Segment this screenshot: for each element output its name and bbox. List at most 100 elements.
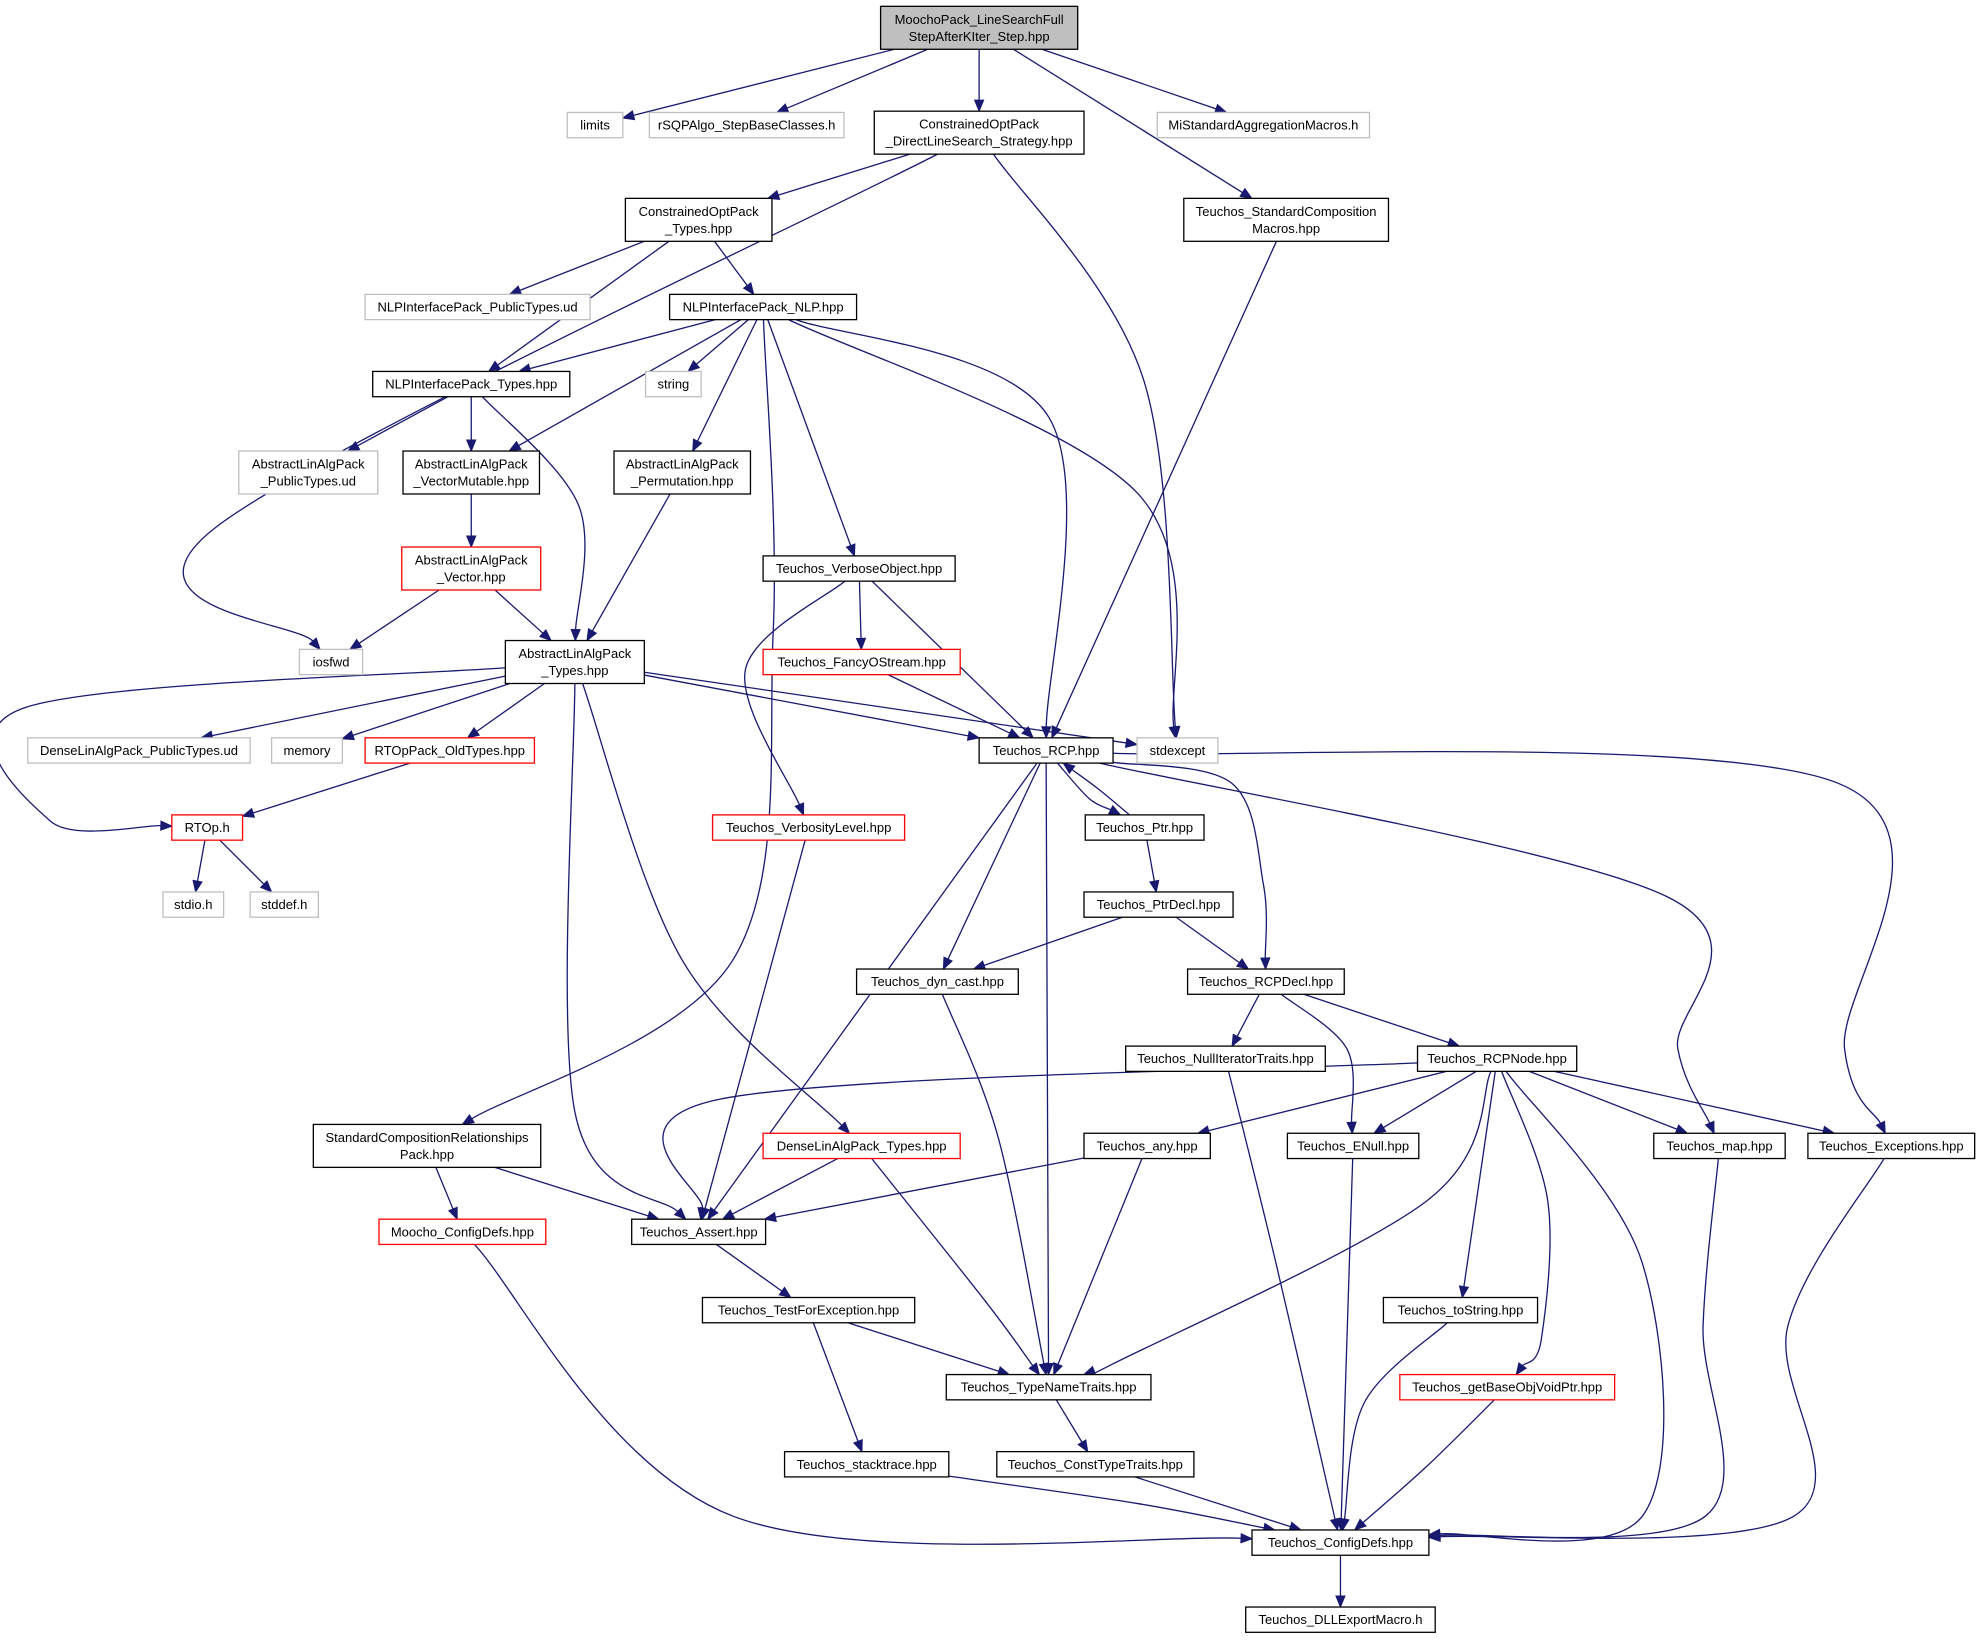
node-typename[interactable]: Teuchos_TypeNameTraits.hpp xyxy=(945,1373,1152,1401)
node-nlptypes[interactable]: NLPInterfacePack_Types.hpp xyxy=(372,370,571,398)
node-box xyxy=(1382,1296,1539,1324)
node-consttype[interactable]: Teuchos_ConstTypeTraits.hpp xyxy=(996,1450,1195,1478)
edge-scrp-to-assert xyxy=(494,1166,660,1221)
node-alaperm[interactable]: AbstractLinAlgPack_Permutation.hpp xyxy=(613,450,752,495)
node-nlpud[interactable]: NLPInterfacePack_PublicTypes.ud xyxy=(364,293,591,321)
node-box xyxy=(644,370,702,398)
node-rcpdecl[interactable]: Teuchos_RCPDecl.hpp xyxy=(1186,968,1345,995)
node-moochocfg[interactable]: Moocho_ConfigDefs.hpp xyxy=(378,1218,547,1246)
arrowhead xyxy=(721,1209,736,1220)
node-limits[interactable]: limits xyxy=(566,111,624,139)
edge-line xyxy=(1099,762,1713,1124)
arrowhead xyxy=(1372,1122,1387,1134)
node-rtopold[interactable]: RTOpPack_OldTypes.hpp xyxy=(364,737,536,764)
node-dllexport[interactable]: Teuchos_DLLExportMacro.h xyxy=(1245,1606,1436,1633)
arrowhead xyxy=(308,637,321,651)
arrowhead xyxy=(1053,1361,1063,1376)
edge-line xyxy=(1463,1071,1496,1287)
node-root[interactable]: MoochoPack_LineSearchFullStepAfterKIter_… xyxy=(879,5,1079,50)
node-memory[interactable]: memory xyxy=(270,737,344,764)
node-label: Teuchos_NullIteratorTraits.hpp xyxy=(1137,1051,1314,1066)
node-box xyxy=(631,1218,767,1246)
node-label: Teuchos_StandardComposition xyxy=(1196,204,1377,219)
arrowhead xyxy=(466,726,481,739)
node-alatypes[interactable]: AbstractLinAlgPack_Types.hpp xyxy=(504,639,645,685)
node-label: rSQPAlgo_StepBaseClasses.h xyxy=(658,118,836,133)
edge-line xyxy=(0,667,506,832)
node-cotypes[interactable]: ConstrainedOptPack_Types.hpp xyxy=(624,197,773,242)
node-any[interactable]: Teuchos_any.hpp xyxy=(1083,1132,1211,1160)
edge-line xyxy=(518,319,742,447)
edge-testexc-to-typename xyxy=(847,1322,1011,1377)
node-verbobj[interactable]: Teuchos_VerboseObject.hpp xyxy=(762,555,956,582)
edge-line xyxy=(644,674,969,737)
node-configdefs[interactable]: Teuchos_ConfigDefs.hpp xyxy=(1251,1529,1430,1556)
node-exceptions[interactable]: Teuchos_Exceptions.hpp xyxy=(1807,1132,1976,1160)
node-getbase[interactable]: Teuchos_getBaseObjVoidPtr.hpp xyxy=(1399,1373,1616,1401)
node-label: Teuchos_Ptr.hpp xyxy=(1096,820,1193,835)
node-box xyxy=(873,110,1085,155)
node-dlaud[interactable]: DenseLinAlgPack_PublicTypes.ud xyxy=(27,737,251,764)
node-enull[interactable]: Teuchos_ENull.hpp xyxy=(1286,1132,1420,1160)
node-rsqp[interactable]: rSQPAlgo_StepBaseClasses.h xyxy=(648,111,845,139)
edge-line xyxy=(812,1322,859,1442)
node-rcpnode[interactable]: Teuchos_RCPNode.hpp xyxy=(1416,1045,1578,1073)
node-box xyxy=(613,450,752,495)
node-ptr[interactable]: Teuchos_Ptr.hpp xyxy=(1084,814,1205,841)
node-codls[interactable]: ConstrainedOptPack_DirectLineSearch_Stra… xyxy=(873,110,1085,155)
edge-nlptypes-to-alavm xyxy=(466,396,477,453)
edge-root-to-codls xyxy=(973,49,985,113)
edge-rcpnode-to-map xyxy=(1529,1070,1689,1134)
arrowhead xyxy=(697,1206,708,1221)
edge-line xyxy=(1280,993,1354,1123)
node-string[interactable]: string xyxy=(644,370,702,398)
node-nullit[interactable]: Teuchos_NullIteratorTraits.hpp xyxy=(1125,1045,1326,1073)
node-stdio[interactable]: stdio.h xyxy=(162,891,225,918)
node-assert[interactable]: Teuchos_Assert.hpp xyxy=(631,1218,767,1246)
arrowhead xyxy=(692,438,703,453)
node-verblvl[interactable]: Teuchos_VerbosityLevel.hpp xyxy=(711,814,906,841)
node-rcp[interactable]: Teuchos_RCP.hpp xyxy=(978,737,1114,764)
edge-ptr-to-ptrdecl xyxy=(1146,840,1160,894)
node-stddef[interactable]: stddef.h xyxy=(249,891,320,918)
node-testexc[interactable]: Teuchos_TestForException.hpp xyxy=(701,1296,916,1324)
node-label: RTOp.h xyxy=(185,820,230,835)
edge-line xyxy=(732,1157,838,1215)
node-tostring[interactable]: Teuchos_toString.hpp xyxy=(1382,1296,1539,1324)
node-mistd[interactable]: MiStandardAggregationMacros.h xyxy=(1156,111,1371,139)
edge-line xyxy=(941,994,1045,1364)
node-alaud[interactable]: AbstractLinAlgPack_PublicTypes.ud xyxy=(238,450,379,495)
edge-line xyxy=(196,840,206,882)
edge-line xyxy=(1554,1070,1824,1132)
node-stdexcept[interactable]: stdexcept xyxy=(1136,737,1219,764)
edge-root-to-mistd xyxy=(1041,48,1228,114)
edge-scrp-to-moochocfg xyxy=(435,1167,458,1221)
node-rtoph[interactable]: RTOp.h xyxy=(171,814,244,841)
edge-rcpdecl-to-nullit xyxy=(1231,993,1260,1048)
edge-line xyxy=(476,682,545,733)
node-dlatypes[interactable]: DenseLinAlgPack_Types.hpp xyxy=(762,1132,961,1160)
edge-line xyxy=(252,762,411,814)
node-label: Teuchos_ConstTypeTraits.hpp xyxy=(1008,1457,1183,1472)
node-alavec[interactable]: AbstractLinAlgPack_Vector.hpp xyxy=(401,546,542,591)
arrowhead xyxy=(1339,1517,1350,1532)
edge-line xyxy=(219,839,265,885)
node-iosfwd[interactable]: iosfwd xyxy=(298,648,364,676)
node-box xyxy=(668,293,858,321)
node-label: DenseLinAlgPack_Types.hpp xyxy=(777,1138,947,1153)
arrowhead xyxy=(1168,725,1179,740)
node-fancy[interactable]: Teuchos_FancyOStream.hpp xyxy=(762,648,961,676)
node-ptrdecl[interactable]: Teuchos_PtrDecl.hpp xyxy=(1083,891,1234,918)
node-stacktrace[interactable]: Teuchos_stacktrace.hpp xyxy=(783,1450,950,1478)
arrowhead xyxy=(1515,1362,1528,1376)
edge-codls-to-cotypes xyxy=(766,153,911,200)
edge-line xyxy=(1134,1476,1291,1528)
node-label: Pack.hpp xyxy=(400,1147,454,1162)
node-alavm[interactable]: AbstractLinAlgPack_VectorMutable.hpp xyxy=(402,450,541,495)
node-dyncast[interactable]: Teuchos_dyn_cast.hpp xyxy=(855,968,1019,995)
edge-line xyxy=(1146,840,1155,882)
node-nlpnlp[interactable]: NLPInterfacePack_NLP.hpp xyxy=(668,293,858,321)
node-map[interactable]: Teuchos_map.hpp xyxy=(1653,1132,1786,1160)
